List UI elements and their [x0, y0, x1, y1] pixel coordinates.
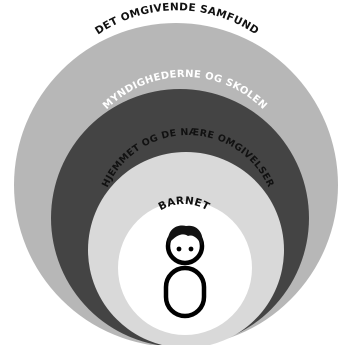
- child-eye-left: [176, 246, 182, 252]
- child-hair: [167, 225, 203, 246]
- ring-label-center: BARNET: [156, 195, 212, 214]
- child-icon: [163, 225, 207, 319]
- ring-label-center-path: BARNET: [156, 195, 211, 214]
- child-body: [163, 265, 207, 319]
- child-eye-right: [188, 246, 194, 252]
